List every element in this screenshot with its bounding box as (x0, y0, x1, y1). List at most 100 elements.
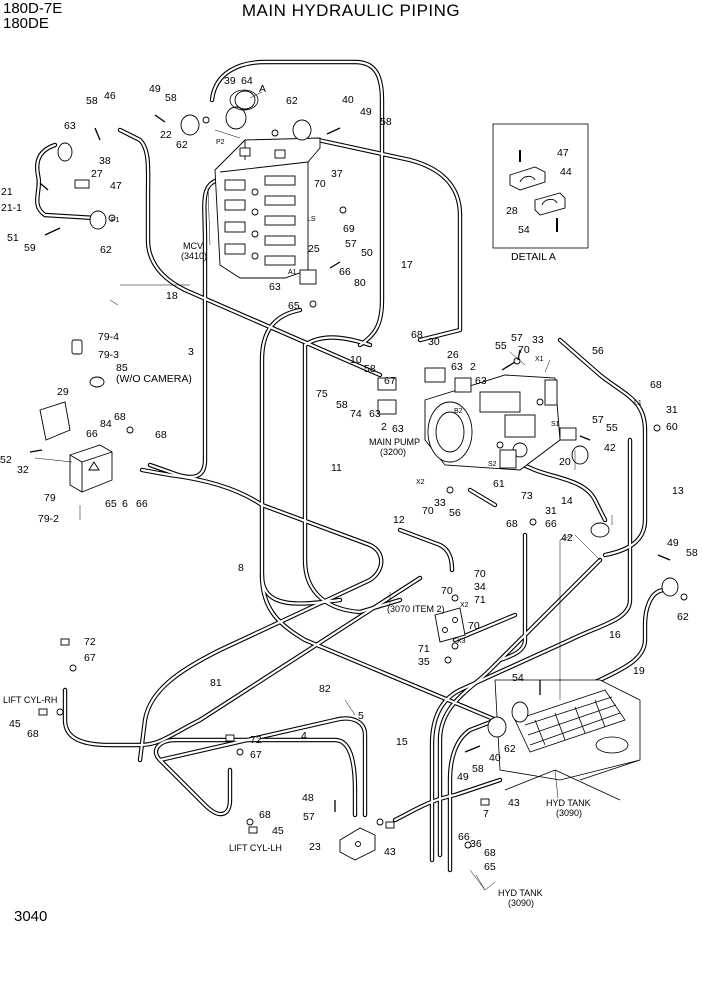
part-callout-c-62a: 62 (176, 139, 188, 151)
part-callout-c-55b: 55 (606, 422, 618, 434)
part-callout-c-21: 21 (1, 186, 13, 198)
part-callout-c-37: 37 (331, 168, 343, 180)
part-callout-c-79-3: 79-3 (98, 349, 119, 361)
part-callout-c-58c: 58 (380, 116, 392, 128)
part-callout-c-5: 5 (358, 710, 364, 722)
hydraulic-tank (494, 679, 641, 801)
part-callout-c-65a: 65 (288, 300, 300, 312)
part-callout-c-2b: 2 (381, 421, 387, 433)
part-callout-c-26: 26 (447, 349, 459, 361)
part-callout-c-68b: 68 (650, 379, 662, 391)
part-callout-c-68e: 68 (506, 518, 518, 530)
part-callout-c-67a: 67 (384, 375, 396, 387)
part-callout-c-68f: 68 (27, 728, 39, 740)
main-pump (424, 374, 561, 471)
part-callout-c-35: 35 (418, 656, 430, 668)
part-callout-c-59: 59 (24, 242, 36, 254)
part-callout-c-66b: 66 (86, 428, 98, 440)
part-callout-c-43a: 43 (508, 797, 520, 809)
part-callout-c-33b: 33 (434, 497, 446, 509)
part-callout-c-75: 75 (316, 388, 328, 400)
part-callout-c-7: 7 (483, 808, 489, 820)
part-callout-c-56a: 56 (592, 345, 604, 357)
lift-cyl-lh-label: LIFT CYL-LH (229, 843, 282, 853)
part-callout-c-68c: 68 (114, 411, 126, 423)
part-callout-c-23: 23 (309, 841, 321, 853)
part-callout-c-63a: 63 (64, 120, 76, 132)
hyd-tank-ref: (3090) (556, 808, 582, 818)
part-callout-c-67b: 67 (84, 652, 96, 664)
part-callout-c-44: 44 (560, 166, 572, 178)
part-callout-c-58f: 58 (686, 547, 698, 559)
part-callout-c-82: 82 (319, 683, 331, 695)
hose-lines (37, 59, 668, 873)
port-x3: X3 (457, 638, 466, 645)
part-callout-c-22: 22 (160, 129, 172, 141)
part-callout-c-17: 17 (401, 259, 413, 271)
part-callout-c-84: 84 (100, 418, 112, 430)
port-x2: X2 (416, 479, 425, 486)
part-callout-c-21-1: 21-1 (1, 202, 22, 214)
part-callout-c-72a: 72 (84, 636, 96, 648)
part-callout-c-16: 16 (609, 629, 621, 641)
part-callout-c-4: 4 (301, 730, 307, 742)
part-callout-c-2a: 2 (470, 361, 476, 373)
port-b2: B2 (454, 408, 463, 415)
part-callout-c-68h: 68 (484, 847, 496, 859)
part-callout-c-71b: 71 (418, 643, 430, 655)
part-callout-c-57c: 57 (592, 414, 604, 426)
port-s1: S1 (551, 421, 560, 428)
part-callout-c-73: 73 (521, 490, 533, 502)
part-callout-c-31b: 31 (545, 505, 557, 517)
part-callout-c-66d: 66 (545, 518, 557, 530)
part-callout-c-49b: 49 (360, 106, 372, 118)
part-callout-c-57b: 57 (511, 332, 523, 344)
part-callout-c-58g: 58 (472, 763, 484, 775)
mcv-ref: (3410) (181, 251, 207, 261)
part-callout-c-68a: 68 (411, 329, 423, 341)
part-callout-c-42b: 42 (561, 532, 573, 544)
part-callout-c-28: 28 (506, 205, 518, 217)
valve-block-3070 (434, 607, 466, 643)
bolts (29, 114, 671, 812)
page-title: MAIN HYDRAULIC PIPING (241, 1, 461, 20)
model-label-1: 180D-7E (3, 0, 63, 17)
part-callout-c-54a: 54 (518, 224, 530, 236)
part-callout-c-74: 74 (350, 408, 362, 420)
detail-a-label: DETAIL A (511, 251, 556, 263)
part-callout-c-52: 52 (0, 454, 12, 466)
part-callout-c-57d: 57 (303, 811, 315, 823)
part-callout-c-60: 60 (666, 421, 678, 433)
part-callout-c-66c: 66 (136, 498, 148, 510)
part-callout-c-63c: 63 (451, 361, 463, 373)
part-callout-c-72b: 72 (250, 734, 262, 746)
part-callout-c-64: 64 (241, 75, 253, 87)
part-callout-c-15: 15 (396, 736, 408, 748)
wo-camera-label: (W/O CAMERA) (116, 373, 192, 385)
part-callout-c-70a: 70 (314, 178, 326, 190)
part-callout-c-56b: 56 (449, 507, 461, 519)
part-callout-c-12: 12 (393, 514, 405, 526)
part-callout-c-6: 6 (122, 498, 128, 510)
part-callout-c-68d: 68 (155, 429, 167, 441)
hyd-tank-label-2: HYD TANK (498, 888, 543, 898)
leader-lines (34, 91, 613, 891)
part-callout-c-79-4: 79-4 (98, 331, 119, 343)
camera-valve-unit (39, 339, 113, 493)
port-p2: P2 (216, 139, 225, 146)
main-pump-ref: (3200) (380, 447, 406, 457)
item-3070-label: (3070 ITEM 2) (387, 604, 445, 614)
part-callout-c-71a: 71 (474, 594, 486, 606)
hyd-tank-label: HYD TANK (546, 798, 591, 808)
manifold-23 (339, 827, 376, 861)
part-callout-c-47b: 47 (557, 147, 569, 159)
part-callout-c-68g: 68 (259, 809, 271, 821)
part-callout-c-70d: 70 (474, 568, 486, 580)
part-callout-c-40b: 40 (489, 752, 501, 764)
part-callout-c-30: 30 (428, 336, 440, 348)
mcv-valve-block (214, 137, 321, 279)
part-callout-c-39: 39 (224, 75, 236, 87)
part-callout-c-54b: 54 (512, 672, 524, 684)
part-callout-c-55a: 55 (495, 340, 507, 352)
part-callout-c-79: 79 (44, 492, 56, 504)
